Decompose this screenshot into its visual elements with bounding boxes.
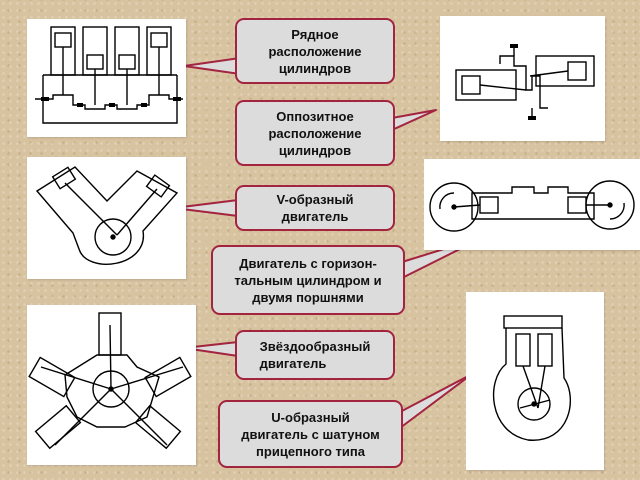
piston-left [461, 75, 481, 95]
pointer-u [399, 373, 473, 429]
diagram-opposed-engine [440, 16, 605, 141]
pointer-opposed [391, 109, 437, 131]
label-inline-cylinders: Рядное расположение цилиндров [235, 18, 395, 84]
label-opposed-cylinders: Оппозитное расположение цилиндров [235, 100, 395, 166]
cylinder [471, 186, 595, 220]
crankshaft-left [429, 182, 479, 232]
cylinder-bottom-right [134, 404, 182, 450]
diagram-radial-engine [27, 305, 196, 465]
cylinder-right [535, 55, 595, 87]
piston-left [479, 196, 499, 214]
cylinder-2 [82, 26, 108, 105]
cylinder-left [28, 356, 76, 398]
connecting-rods [40, 324, 184, 446]
cylinder-right [144, 356, 192, 398]
diagram-u-engine [466, 292, 604, 470]
cylinder-4 [146, 26, 172, 95]
label-u-engine: U-образный двигатель с шатуном прицепног… [218, 400, 403, 468]
piston-right [567, 196, 587, 214]
diagram-v-engine [27, 157, 186, 279]
pointer-inline [183, 57, 241, 75]
label-radial-engine: Звёздообразный двигатель [235, 330, 395, 380]
crankcase [35, 166, 179, 265]
piston-block [503, 315, 563, 329]
diagram-horizontal-engine [424, 159, 640, 250]
cylinder-left [455, 69, 517, 101]
label-v-engine: V-образный двигатель [235, 185, 395, 231]
cylinder-right [537, 333, 553, 367]
label-horizontal-engine: Двигатель с горизон- тальным цилиндром и… [211, 245, 405, 315]
cylinder-3 [114, 26, 140, 105]
crankshaft-wheel [94, 218, 132, 256]
cylinder-1 [50, 26, 76, 95]
crankshaft-wheel [517, 387, 551, 421]
crankshaft [499, 55, 548, 109]
cylinder-left [515, 333, 531, 367]
cylinder-left [51, 166, 77, 190]
crankcase [492, 327, 572, 441]
diagram-inline-engine [27, 19, 186, 137]
piston-right [567, 61, 587, 81]
